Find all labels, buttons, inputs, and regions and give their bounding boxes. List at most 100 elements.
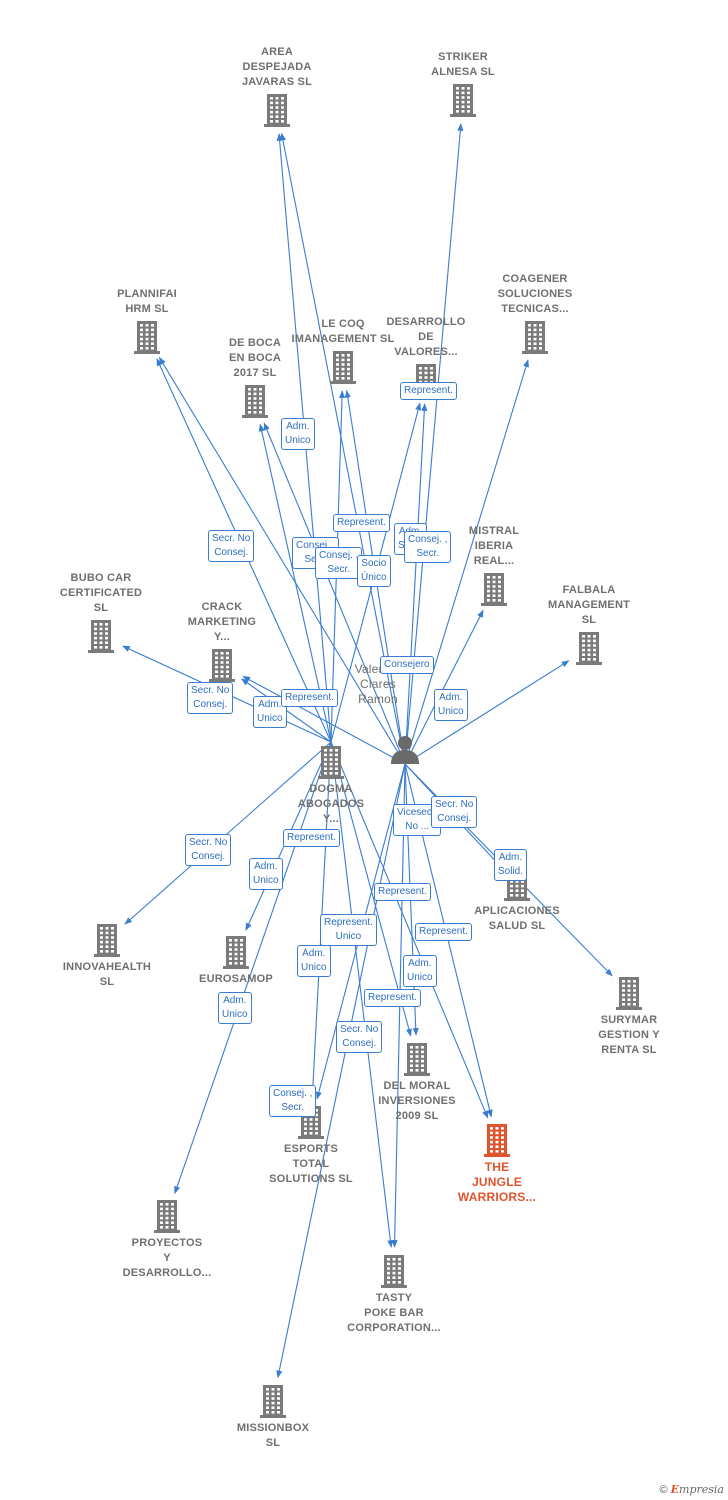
relation-label[interactable]: Consej. , Secr. [404,531,452,563]
node-plannifai[interactable]: PLANNIFAI HRM SL [82,287,212,354]
node-label[interactable]: DEL MORAL INVERSIONES 2009 SL [378,1080,456,1122]
relation-label[interactable]: Represent. [374,883,431,901]
company-building-icon [242,385,268,418]
node-deboca[interactable]: DE BOCA EN BOCA 2017 SL [190,336,320,418]
node-missionbox[interactable]: MISSIONBOX SL [208,1384,338,1451]
relation-label[interactable]: Secr. No Consej. [208,530,255,562]
edge-dogma-to-innovahealth [124,741,332,925]
relation-label[interactable]: Secr. No Consej. [185,834,232,866]
edge-person-to-mistral [404,609,484,765]
relation-label[interactable]: Adm. Unico [253,696,287,728]
node-label[interactable]: MISSIONBOX SL [236,1422,310,1449]
node-label[interactable]: PROYECTOS Y DESARROLLO... [122,1237,212,1279]
relation-label[interactable]: Consej. , Secr. [315,547,363,579]
edge-person-to-deboca [263,422,406,765]
edge-person-to-missionbox [276,763,406,1379]
relation-label[interactable]: Represent. [400,382,457,400]
relation-label[interactable]: Secr. No Consej. [431,796,478,828]
company-building-icon [381,1255,407,1288]
node-bubo[interactable]: BUBO CAR CERTIFICATED SL [36,571,166,653]
edge-person-to-falbala [404,660,570,765]
node-eurosamop[interactable]: EUROSAMOP [171,935,301,987]
node-crack[interactable]: CRACK MARKETING Y... [157,600,287,682]
edge-person-to-coagener [404,359,529,765]
node-label[interactable]: BUBO CAR CERTIFICATED SL [59,572,143,614]
node-label[interactable]: APLICACIONES SALUD SL [474,905,560,932]
node-delmoral[interactable]: DEL MORAL INVERSIONES 2009 SL [352,1042,482,1124]
relation-label[interactable]: Adm. Solid. [494,849,528,881]
relation-label[interactable]: Socio Único [357,555,391,587]
relation-label[interactable]: Adm. Unico [218,992,252,1024]
relation-label[interactable]: Secr. No Consej. [336,1021,383,1053]
node-label[interactable]: SURYMAR GESTION Y RENTA SL [598,1014,660,1056]
node-label[interactable]: CRACK MARKETING Y... [187,601,257,643]
edge-person-to-desarrollo [404,403,428,765]
company-building-icon [576,632,602,665]
company-building-icon [94,924,120,957]
node-falbala[interactable]: FALBALA MANAGEMENT SL [524,583,654,665]
node-coagener[interactable]: COAGENER SOLUCIONES TECNICAS... [470,272,600,354]
edge-person-to-crack [242,675,406,765]
relation-label[interactable]: Adm. Unico [249,858,283,890]
relation-label[interactable]: Consej. , Secr. [269,1085,317,1117]
node-label[interactable]: COAGENER SOLUCIONES TECNICAS... [497,273,573,315]
relation-label[interactable]: Represent. [333,514,390,532]
node-label[interactable]: PLANNIFAI HRM SL [117,288,177,315]
copyright-symbol: © [659,1484,668,1496]
company-building-icon [260,1385,286,1418]
node-label[interactable]: MISTRAL IBERIA REAL... [468,525,520,567]
node-lecoq[interactable]: LE COQ IMANAGEMENT SL [278,317,408,384]
node-surymar[interactable]: SURYMAR GESTION Y RENTA SL [564,976,694,1058]
relation-label[interactable]: Adm. Unico [281,418,315,450]
company-building-icon [209,649,235,682]
node-tasty[interactable]: TASTY POKE BAR CORPORATION... [329,1254,459,1336]
company-building-icon [264,94,290,127]
node-label[interactable]: FALBALA MANAGEMENT SL [547,584,631,626]
node-label[interactable]: DESARROLLO DE VALORES... [386,316,466,358]
node-label[interactable]: EUROSAMOP [199,973,273,985]
company-building-icon [318,746,344,779]
relation-label[interactable]: Represent. [281,689,338,707]
node-label[interactable]: TASTY POKE BAR CORPORATION... [347,1292,441,1334]
node-label[interactable]: DE BOCA EN BOCA 2017 SL [228,337,282,379]
company-building-icon [154,1200,180,1233]
company-building-icon [88,620,114,653]
relation-label[interactable]: Adm. Unico [403,955,437,987]
relation-label[interactable]: Adm. Unico [434,689,468,721]
target-company-icon [484,1124,510,1157]
node-label[interactable]: LE COQ IMANAGEMENT SL [291,318,395,345]
node-label[interactable]: AREA DESPEJADA JAVARAS SL [241,46,313,88]
company-building-icon [134,321,160,354]
empresia-brand[interactable]: © Empresia [659,1483,724,1496]
node-dogma[interactable]: DOGMA ABOGADOS Y... [266,745,396,827]
edge-dogma-to-jungle [330,741,489,1119]
company-building-icon [330,351,356,384]
relation-label[interactable]: Consejero [380,656,434,674]
node-label[interactable]: INNOVAHEALTH SL [62,961,152,988]
node-label[interactable]: DOGMA ABOGADOS Y... [297,783,365,825]
relation-label[interactable]: Represent. Unico [320,914,377,946]
relation-label[interactable]: Represent. [283,829,340,847]
node-label[interactable]: ESPORTS TOTAL SOLUTIONS SL [269,1143,353,1185]
edge-dogma-to-tasty [330,741,394,1248]
node-label[interactable]: STRIKER ALNESA SL [431,51,495,78]
person-icon [391,736,419,764]
node-striker[interactable]: STRIKER ALNESA SL [398,50,528,117]
company-building-icon [616,977,642,1010]
node-esports[interactable]: ESPORTS TOTAL SOLUTIONS SL [246,1105,376,1187]
node-jungle[interactable]: THE JUNGLE WARRIORS... [432,1123,562,1205]
company-building-icon [522,321,548,354]
node-area[interactable]: AREA DESPEJADA JAVARAS SL [212,45,342,127]
node-innovahealth[interactable]: INNOVAHEALTH SL [42,923,172,990]
edge-dogma-to-proyectos [174,741,332,1195]
brand-name: mpresia [679,1483,724,1496]
node-mistral[interactable]: MISTRAL IBERIA REAL... [429,524,559,606]
relation-label[interactable]: Secr. No Consej. [187,682,234,714]
company-building-icon [481,573,507,606]
relation-label[interactable]: Adm. Unico [297,945,331,977]
relation-label[interactable]: Represent. [415,923,472,941]
brand-initial: E [670,1483,680,1496]
node-label[interactable]: THE JUNGLE WARRIORS... [457,1160,537,1204]
relation-label[interactable]: Represent. [364,989,421,1007]
node-proyectos[interactable]: PROYECTOS Y DESARROLLO... [102,1199,232,1281]
